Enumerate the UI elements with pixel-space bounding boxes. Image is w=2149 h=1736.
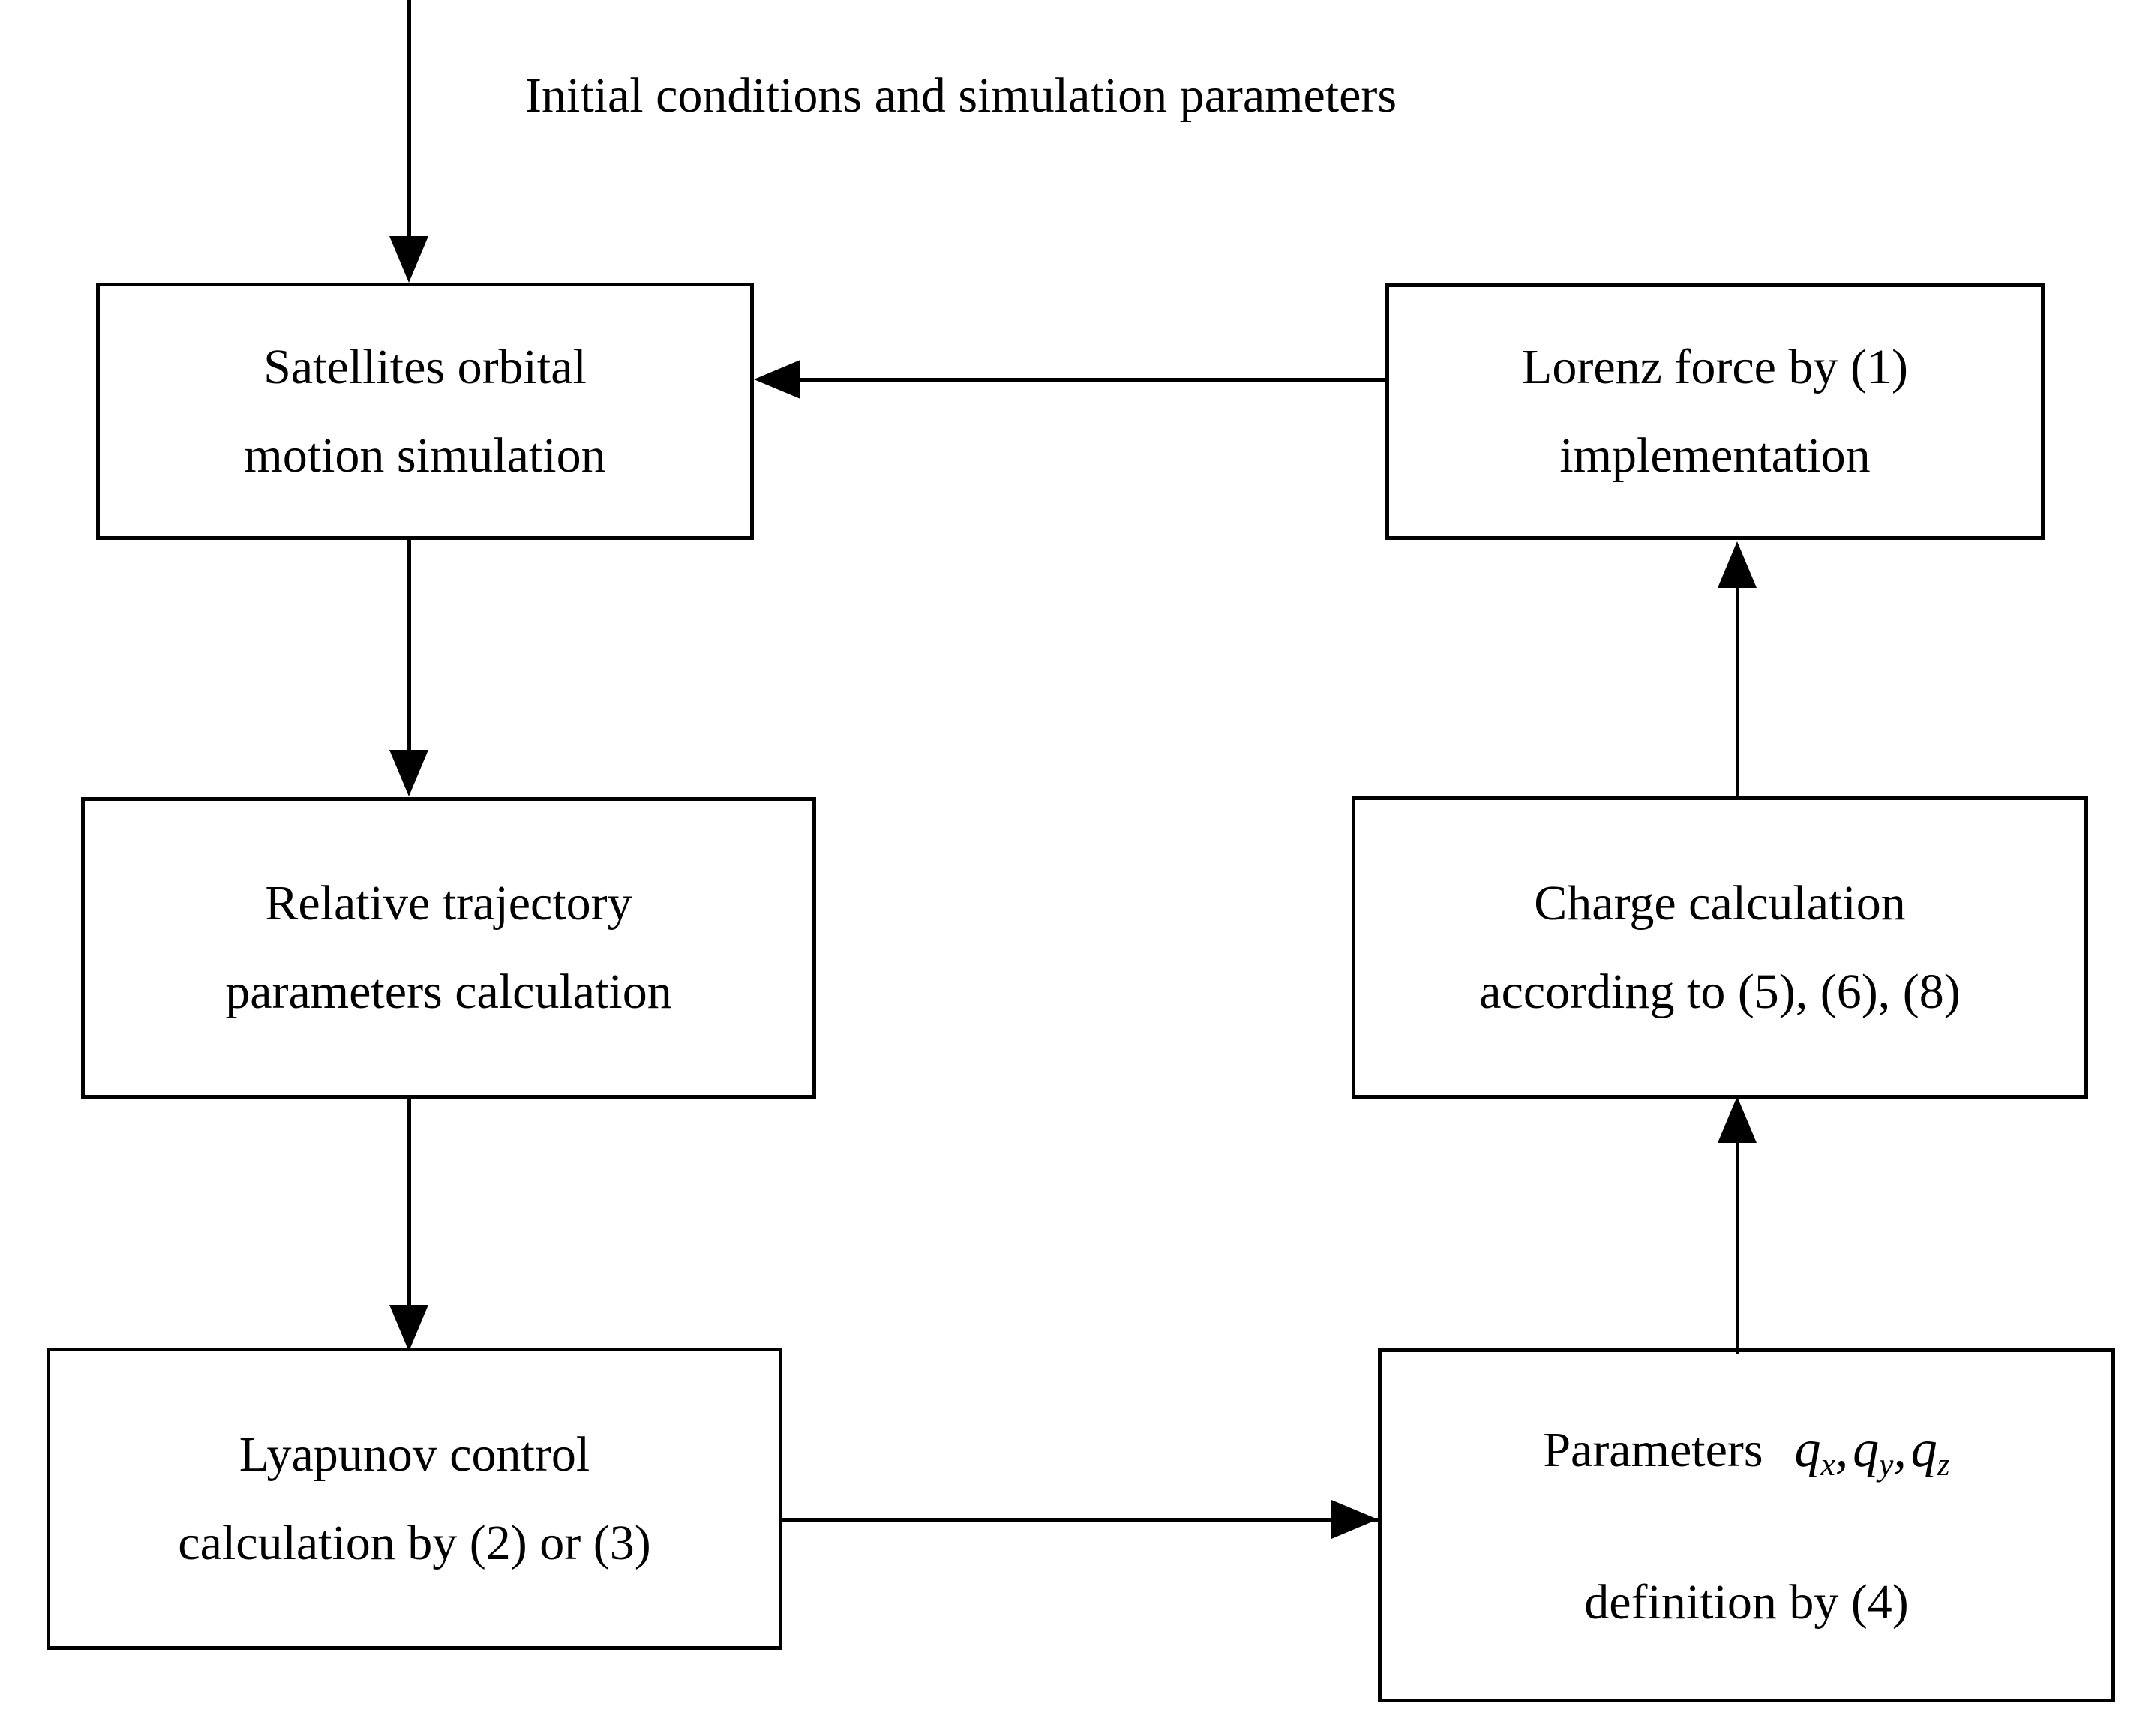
node-parameters-math-vars: qx, qy, qz <box>1794 1420 1950 1483</box>
input-label-line-2: simulation parameters <box>958 68 1397 123</box>
input-label: Initial conditions and simulation parame… <box>525 71 1397 121</box>
node-satellites-line-2: motion simulation <box>244 427 606 483</box>
node-lorenz-line-2: implementation <box>1559 428 1871 483</box>
node-lyapunov-line-1: Lyapunov control <box>239 1426 590 1482</box>
node-lorenz-force-implementation[interactable]: Lorenz force by (1) implementation <box>1385 283 2045 540</box>
node-charge-line-2: according to (5), (6), (8) <box>1479 964 1961 1019</box>
node-parameters-line-2: definition by (4) <box>1584 1574 1909 1630</box>
edge-relative-trajectory-to-lyapunov-arrowhead <box>389 1305 428 1351</box>
edge-satellites-to-relative-trajectory-arrowhead <box>389 750 428 796</box>
node-lyapunov-line-2: calculation by (2) or (3) <box>178 1515 651 1570</box>
edge-input-to-satellites-stem <box>407 0 411 240</box>
node-charge-calculation[interactable]: Charge calculation according to (5), (6)… <box>1352 796 2088 1099</box>
edge-charge-to-lorenz-stem <box>1736 585 1739 799</box>
edge-lyapunov-to-parameters-arrowhead <box>1331 1500 1378 1539</box>
node-parameters-prefix: Parameters <box>1543 1423 1763 1478</box>
edge-satellites-to-relative-trajectory-stem <box>407 540 411 754</box>
node-lyapunov-control-calculation[interactable]: Lyapunov control calculation by (2) or (… <box>47 1348 782 1650</box>
node-lorenz-line-1: Lorenz force by (1) <box>1522 340 1908 394</box>
node-relative-trajectory-line-2: parameters calculation <box>225 964 672 1019</box>
node-parameters-definition[interactable]: Parameters qx, qy, qz definition by (4) <box>1378 1348 2115 1702</box>
node-relative-trajectory-parameters-calculation[interactable]: Relative trajectory parameters calculati… <box>81 797 816 1099</box>
node-parameters-line-1: Parameters qx, qy, qz <box>1543 1423 1949 1482</box>
edge-parameters-to-charge-stem <box>1736 1140 1739 1354</box>
input-label-line-1: Initial conditions and <box>525 68 946 123</box>
edge-lorenz-to-satellites-arrowhead <box>754 360 800 399</box>
node-satellites-line-1: Satellites orbital <box>263 339 587 394</box>
node-charge-line-1: Charge calculation <box>1534 875 1906 931</box>
node-satellites-orbital-motion-simulation[interactable]: Satellites orbital motion simulation <box>96 283 754 540</box>
edge-input-to-satellites-arrowhead <box>389 236 428 283</box>
node-relative-trajectory-line-1: Relative trajectory <box>265 876 632 931</box>
edge-lyapunov-to-parameters-stem <box>782 1518 1378 1522</box>
edge-charge-to-lorenz-arrowhead <box>1718 541 1757 588</box>
edge-parameters-to-charge-arrowhead <box>1718 1096 1757 1143</box>
edge-lorenz-to-satellites-stem <box>797 378 1389 382</box>
edge-relative-trajectory-to-lyapunov-stem <box>407 1099 411 1312</box>
